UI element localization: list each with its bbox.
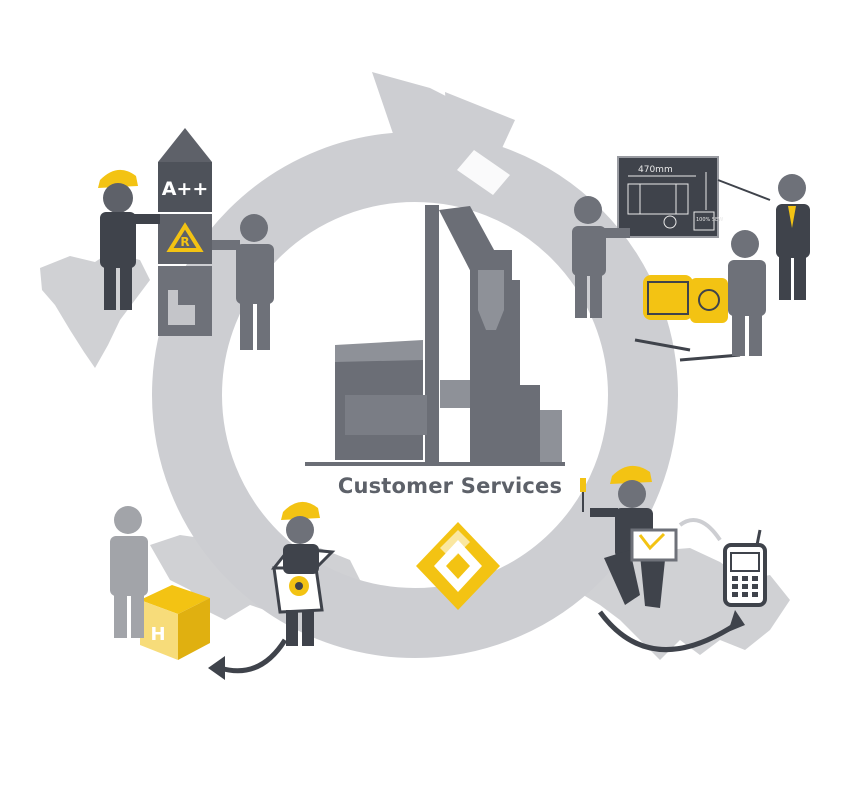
worker-right-of-tower — [212, 214, 274, 350]
delivery-arrow-icon — [208, 638, 288, 680]
mobile-phone-icon — [723, 529, 767, 607]
recycle-label: R — [180, 235, 189, 249]
presenter-worker — [776, 174, 810, 300]
service-loop-arrow-icon — [597, 518, 745, 653]
cycle-arrow-icon — [152, 72, 678, 658]
toolbox-icon — [630, 528, 678, 562]
rating-tower-icon: A++ R — [158, 128, 212, 336]
drawing-board-icon: 470mm 100% SEW — [617, 156, 771, 238]
package-label: H — [150, 624, 165, 645]
package-icon: H — [140, 585, 210, 660]
company-logo-icon — [416, 522, 500, 610]
packing-worker — [281, 501, 320, 646]
gearmotor-icon — [634, 275, 741, 362]
worker-hardhat-left — [98, 169, 160, 310]
listener-worker — [572, 196, 630, 318]
gearmotor-worker — [728, 230, 766, 356]
center-title: Customer Services — [337, 474, 563, 498]
energy-rating-label: A++ — [162, 178, 209, 200]
customer-figure — [110, 506, 148, 638]
plant-machine-icon — [305, 205, 565, 466]
board-dimension-label: 470mm — [638, 165, 673, 175]
board-note-label: 100% SEW — [696, 217, 723, 223]
screwdriver-icon — [580, 478, 586, 512]
